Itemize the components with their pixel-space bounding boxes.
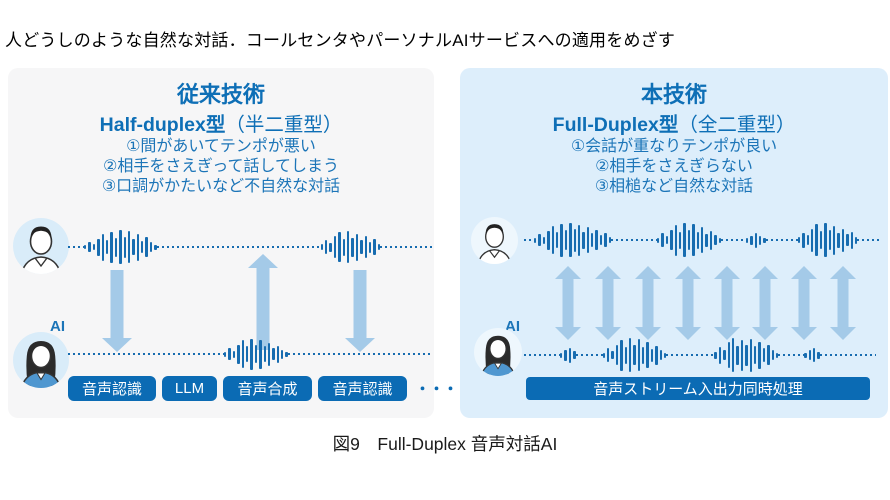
dotted-line: [778, 353, 805, 357]
figure-caption: 図9 Full-Duplex 音声対話AI: [332, 434, 558, 454]
chip-speech-synthesis: 音声合成: [223, 376, 312, 401]
ellipsis-dots: ・・・: [415, 381, 458, 398]
waveform: [657, 223, 721, 257]
process-chip-row: 音声認識 LLM 音声合成 音声認識 ・・・: [68, 376, 458, 401]
chip-speech-recognition: 音声認識: [318, 376, 407, 401]
conventional-point-3: ③口調がかたいなど不自然な対話: [101, 178, 341, 195]
dotted-line: [666, 353, 715, 357]
waveform: [804, 348, 820, 362]
dotted-line: [68, 352, 224, 356]
double-arrow-icon: [675, 266, 701, 340]
dotted-line: [611, 238, 658, 242]
dotted-line: [857, 238, 880, 242]
human-avatar-icon: [13, 218, 69, 279]
dotted-line: [380, 245, 432, 249]
double-arrow-icon: [752, 266, 778, 340]
half-duplex-jp-label: （半二重型）: [225, 114, 343, 136]
up-arrow-icon: [248, 254, 278, 350]
proposed-point-3: ③相槌など自然な対話: [594, 178, 754, 195]
waveform: [797, 223, 858, 257]
waveform: [602, 338, 667, 372]
proposed-point-2: ②相手をさえぎらない: [595, 158, 753, 175]
waveform: [745, 232, 766, 248]
human-voice-line: [68, 229, 432, 265]
ai-voice-line: [68, 336, 432, 372]
proposed-point-1: ①会話が重なりテンポが良い: [570, 138, 778, 155]
proposed-subtitle: Full-Duplex型（全二重型）: [460, 108, 888, 137]
double-arrow-icon: [830, 266, 856, 340]
dotted-line: [575, 353, 603, 357]
double-arrow-icon: [595, 266, 621, 340]
half-duplex-label: Half-duplex型: [99, 114, 226, 136]
down-arrow-icon: [345, 270, 375, 352]
waveform: [224, 338, 288, 370]
dotted-line: [524, 238, 534, 242]
chip-llm: LLM: [162, 376, 217, 401]
dotted-line: [819, 353, 876, 357]
ai-avatar-icon: [13, 332, 69, 393]
panel-conventional: 従来技術 Half-duplex型（半二重型） ①間があいてテンポが悪い ②相手…: [8, 68, 458, 418]
waveform: [560, 347, 576, 363]
ai-voice-line: [524, 337, 876, 373]
conventional-title: 従来技術: [176, 82, 265, 107]
down-arrow-icon: [102, 270, 132, 352]
full-duplex-label: Full-Duplex型: [552, 114, 679, 136]
figure-heading: 人どうしのような自然な対話．コールセンタやパーソナルAIサービスへの適用をめざす: [5, 31, 676, 50]
waveform: [534, 223, 612, 257]
dotted-line: [524, 353, 560, 357]
waveform: [320, 231, 381, 263]
dotted-line: [156, 245, 321, 249]
dotted-line: [68, 245, 84, 249]
dotted-line: [765, 238, 798, 242]
double-arrow-icon: [555, 266, 581, 340]
conventional-point-1: ①間があいてテンポが悪い: [126, 138, 316, 155]
waveform: [84, 230, 157, 264]
panel-proposed: 本技術 Full-Duplex型（全二重型） ①会話が重なりテンポが良い ②相手…: [460, 68, 888, 418]
waveform: [714, 338, 779, 372]
double-arrow-icon: [714, 266, 740, 340]
chip-speech-recognition: 音声認識: [68, 376, 156, 401]
process-bar-simultaneous: 音声ストリーム入出力同時処理: [526, 377, 870, 400]
human-voice-line: [524, 222, 880, 258]
ai-avatar-icon: [474, 328, 522, 381]
double-arrow-icon: [791, 266, 817, 340]
conventional-subtitle: Half-duplex型（半二重型）: [8, 108, 434, 137]
proposed-title: 本技術: [640, 82, 707, 107]
full-duplex-jp-label: （全二重型）: [678, 114, 796, 136]
dotted-line: [287, 352, 432, 356]
dotted-line: [720, 238, 746, 242]
double-arrow-icon: [635, 266, 661, 340]
human-avatar-icon: [471, 217, 518, 269]
ai-label: AI: [50, 318, 65, 335]
conventional-point-2: ②相手をさえぎって話してしまう: [103, 158, 339, 175]
